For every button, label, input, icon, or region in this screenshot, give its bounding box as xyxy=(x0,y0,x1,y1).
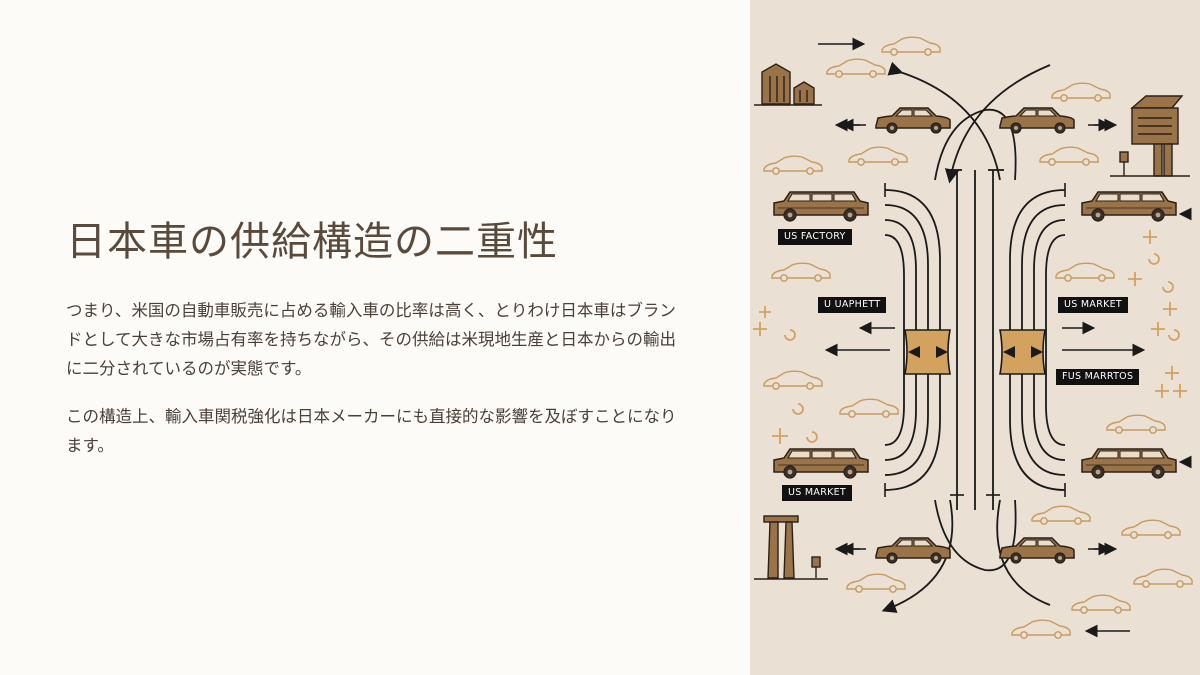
left-gate xyxy=(904,329,951,375)
supply-flow-illustration: US FACTORY U UAPHETT US MARKET FUS MARRT… xyxy=(750,0,1200,675)
direction-arrows xyxy=(818,37,1192,638)
port-crane-icon xyxy=(754,515,828,580)
slide-title: 日本車の供給構造の二重性 xyxy=(66,219,558,265)
cycle-icons xyxy=(784,253,1180,443)
label-u-uaphett: U UAPHETT xyxy=(818,297,887,313)
text-panel: 日本車の供給構造の二重性 つまり、米国の自動車販売に占める輸入車の比率は高く、と… xyxy=(66,219,677,455)
decorative-plus-marks xyxy=(753,230,1187,444)
market-building-icon xyxy=(1110,95,1190,177)
label-fus-marrtos: FUS MARRTOS xyxy=(1056,369,1140,385)
factory-icon xyxy=(754,63,822,106)
body-paragraph-2: この構造上、輸入車関税強化は日本メーカーにも直接的な影響を及ぼすことになります。 xyxy=(66,407,677,455)
right-gate xyxy=(999,329,1046,375)
flow-diagram-svg xyxy=(753,36,1193,639)
label-us-market-bottom: US MARKET xyxy=(782,485,853,501)
label-us-market-right: US MARKET xyxy=(1058,297,1129,313)
label-us-factory: US FACTORY xyxy=(778,229,852,245)
body-paragraph-1: つまり、米国の自動車販売に占める輸入車の比率は高く、とりわけ日本車はブランドとし… xyxy=(66,301,677,378)
